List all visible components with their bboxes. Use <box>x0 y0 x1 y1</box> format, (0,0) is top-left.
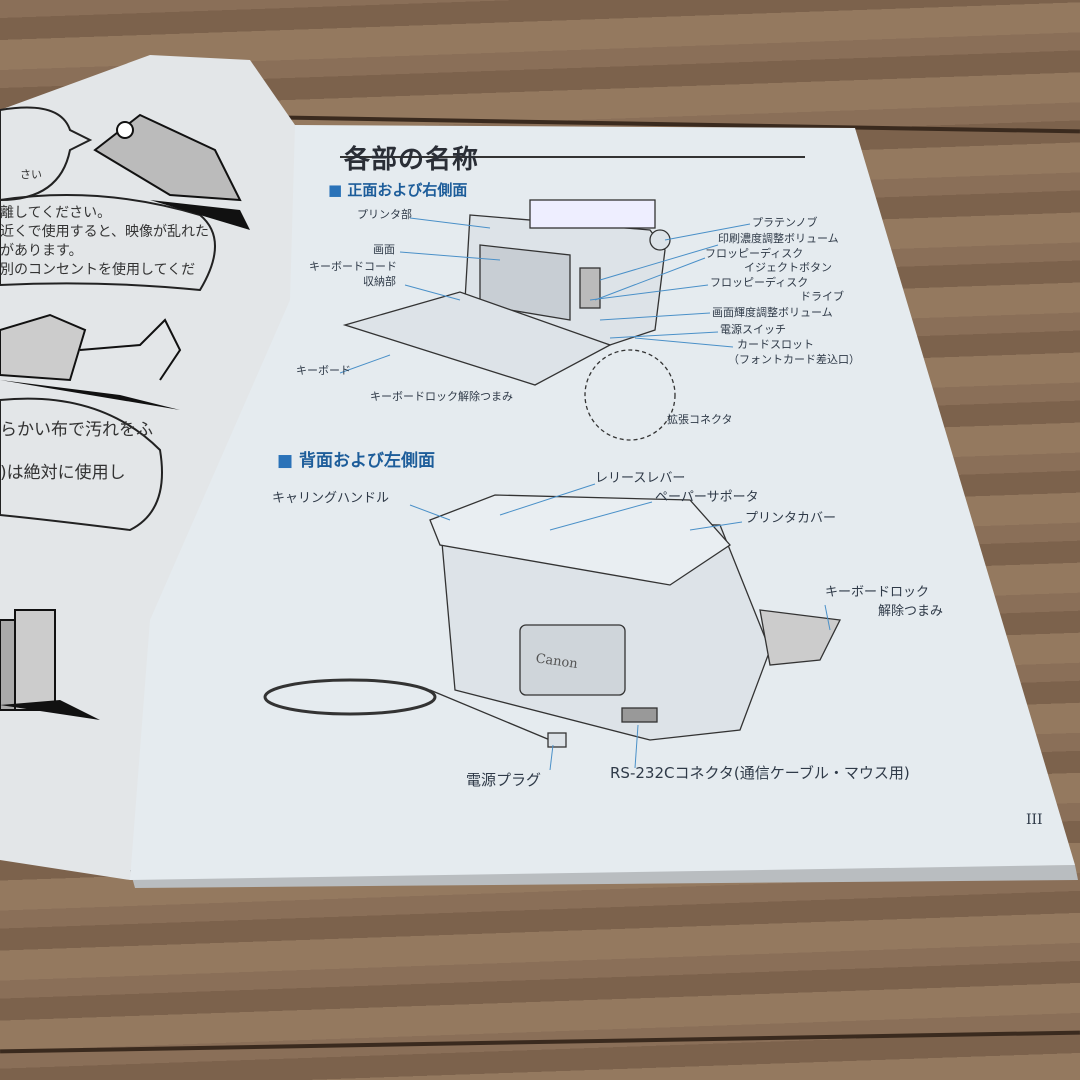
label: プリンタカバー <box>745 511 837 526</box>
cartoon-computer-plug <box>0 313 182 382</box>
label: フロッピーディスク <box>710 276 809 289</box>
label: キーボードロック解除つまみ <box>370 390 513 403</box>
label: 電源スイッチ <box>720 323 786 336</box>
label: 画面 <box>373 243 395 256</box>
back-heading: ■ 背面および左側面 <box>277 451 435 471</box>
label: レリースレバー <box>595 471 686 486</box>
left-text: )は絶対に使用し <box>0 463 126 483</box>
label: 画面輝度調整ボリューム <box>712 306 833 319</box>
left-text: 近くで使用すると、映像が乱れた <box>0 224 210 240</box>
label: カードスロット <box>737 338 814 351</box>
label: プリンタ部 <box>357 208 412 221</box>
front-heading: ■ 正面および右側面 <box>328 181 468 199</box>
cartoon-extinguisher <box>0 609 56 711</box>
page-number: III <box>1026 812 1043 828</box>
left-text: があります。 <box>0 243 83 259</box>
left-text: らかい布で汚れをふ <box>0 420 153 440</box>
label: 電源プラグ <box>466 771 542 789</box>
canon-logo: Canon <box>535 651 580 672</box>
label: RS-232Cコネクタ(通信ケーブル・マウス用) <box>610 764 910 782</box>
label: ペーパーサポータ <box>655 490 759 505</box>
label: （フォントカード差込口） <box>728 353 860 366</box>
label: キーボードロック <box>825 585 930 600</box>
speech-bubble <box>0 106 93 202</box>
label: キーボード <box>296 364 351 377</box>
label: ドライブ <box>800 290 844 303</box>
front-device-illustration <box>342 199 676 441</box>
cartoon-computer-sun <box>93 113 242 202</box>
label: イジェクトボタン <box>744 261 832 274</box>
label: プラテンノブ <box>752 216 818 229</box>
page-title: 各部の名称 <box>344 145 480 175</box>
label: キャリングハンドル <box>272 491 390 506</box>
label: キーボードコード <box>309 260 397 273</box>
speech-bubble <box>0 397 163 532</box>
label: 印刷濃度調整ボリューム <box>718 232 839 245</box>
label: 収納部 <box>363 275 396 288</box>
label: フロッピーディスク <box>705 247 804 260</box>
back-device-illustration <box>263 494 841 748</box>
left-text: さい <box>20 168 42 181</box>
label: 拡張コネクタ <box>667 413 733 426</box>
left-text: 別のコンセントを使用してくだ <box>0 262 196 278</box>
label: 解除つまみ <box>878 604 944 619</box>
speech-bubble <box>0 194 216 292</box>
left-text: 離してください。 <box>0 205 112 221</box>
leader-lines <box>339 217 831 771</box>
